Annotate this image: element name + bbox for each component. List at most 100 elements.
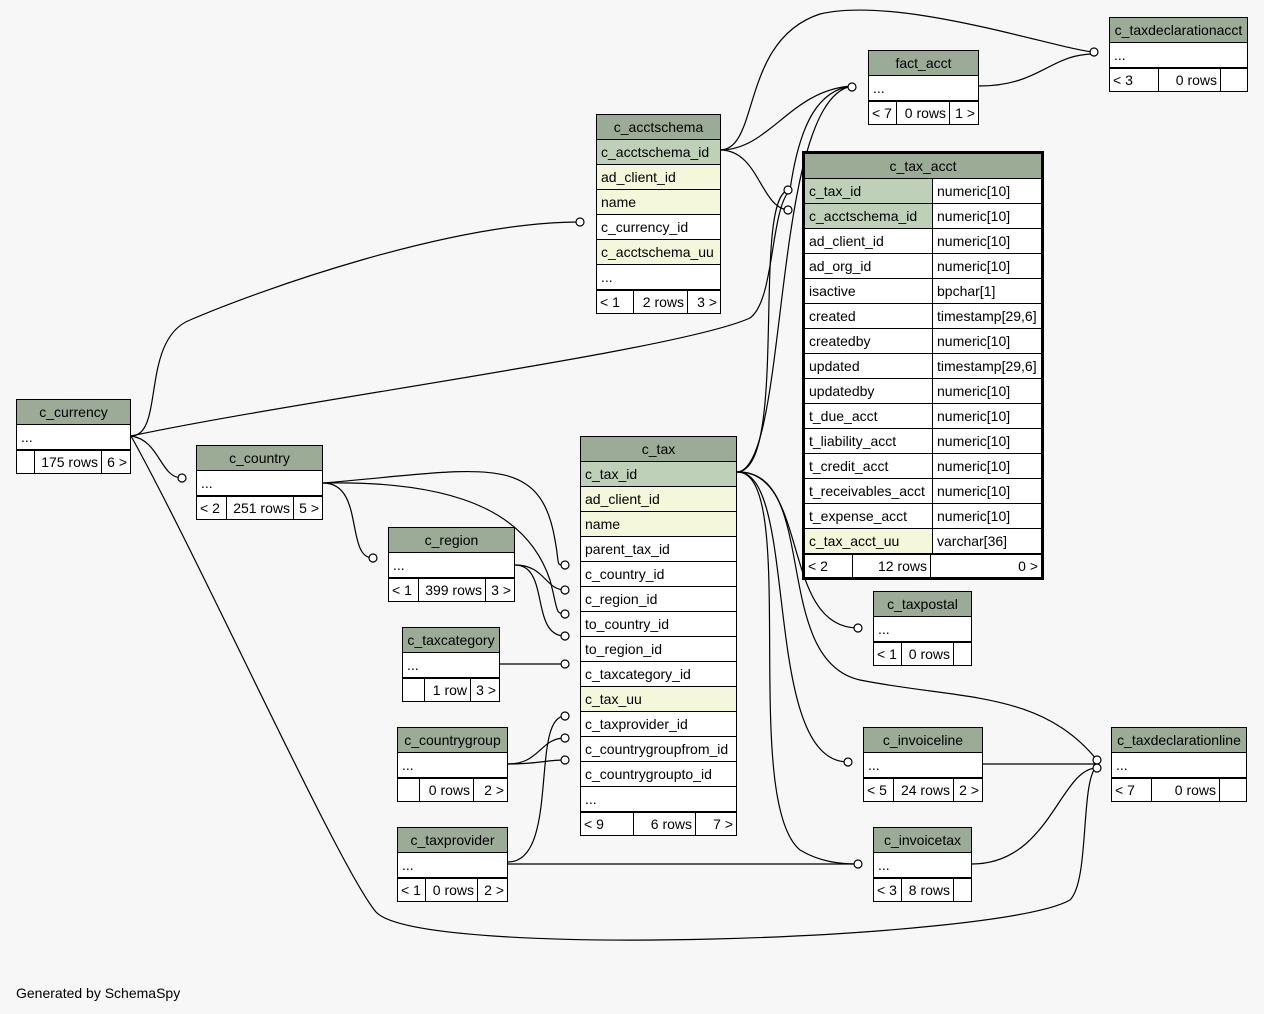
column-ellipsis: ...: [402, 757, 414, 773]
column-created: created: [809, 308, 856, 324]
column-c_taxcategory_id: c_taxcategory_id: [585, 666, 691, 682]
children-count: 2 >: [484, 782, 504, 798]
children-count: 5 >: [299, 500, 319, 516]
column-type: varchar[36]: [932, 529, 1041, 553]
column-c_tax_acct_uu: c_tax_acct_uu: [805, 529, 932, 553]
table-title: c_currency: [17, 400, 130, 425]
column-c_acctschema_id: c_acctschema_id: [805, 204, 932, 228]
column-ellipsis: ...: [585, 791, 597, 807]
column-ellipsis: ...: [601, 269, 613, 285]
table-title: c_region: [389, 528, 514, 553]
generated-by-label: Generated by SchemaSpy: [16, 985, 181, 1001]
column-t_expense_acct: t_expense_acct: [809, 508, 908, 524]
children-count: 6 >: [107, 454, 127, 470]
parents-count: < 1: [389, 579, 419, 601]
row-count: 2 rows: [634, 291, 688, 313]
children-count: [1221, 69, 1247, 91]
children-count: 7 >: [713, 816, 733, 832]
table-c_currency[interactable]: c_currency ... 175 rows 6 >: [16, 399, 131, 474]
parents-count: < 3: [874, 879, 902, 901]
column-type: numeric[10]: [932, 429, 1041, 453]
column-type: numeric[10]: [932, 504, 1041, 528]
column-to_country_id: to_country_id: [585, 616, 670, 632]
column-updatedby: updatedby: [809, 383, 875, 399]
row-count: 0 rows: [420, 779, 474, 801]
column-ellipsis: ...: [878, 621, 890, 637]
parents-count: < 7: [1112, 779, 1152, 801]
table-fact_acct[interactable]: fact_acct ... < 7 0 rows 1 >: [868, 50, 979, 125]
column-ad_org_id: ad_org_id: [809, 258, 872, 274]
column-row: isactive bpchar[1]: [805, 279, 1041, 304]
column-c_tax_id: c_tax_id: [585, 466, 638, 482]
children-count: 0 >: [1018, 558, 1038, 574]
column-ellipsis: ...: [1114, 47, 1126, 63]
parents-count: [398, 779, 420, 801]
column-type: numeric[10]: [932, 379, 1041, 403]
column-ad_client_id: ad_client_id: [809, 233, 884, 249]
table-c_invoicetax[interactable]: c_invoicetax ... < 3 8 rows: [873, 827, 972, 902]
parents-count: < 2: [197, 497, 227, 519]
row-count: 251 rows: [227, 497, 294, 519]
table-title: c_taxdeclarationacct: [1110, 18, 1247, 43]
column-c_acctschema_uu: c_acctschema_uu: [601, 244, 714, 260]
table-c_invoiceline[interactable]: c_invoiceline ... < 5 24 rows 2 >: [863, 727, 983, 802]
table-title: c_acctschema: [597, 115, 720, 140]
column-c_currency_id: c_currency_id: [601, 219, 689, 235]
column-to_region_id: to_region_id: [585, 641, 663, 657]
parents-count: < 1: [597, 291, 634, 313]
table-c_taxdeclarationline[interactable]: c_taxdeclarationline ... < 7 0 rows: [1111, 727, 1247, 802]
table-c_taxdeclarationacct[interactable]: c_taxdeclarationacct ... < 3 0 rows: [1109, 17, 1248, 92]
table-title: c_invoicetax: [874, 828, 971, 853]
table-c_tax[interactable]: c_tax c_tax_id ad_client_id name parent_…: [580, 436, 737, 836]
table-title: c_taxcategory: [403, 628, 499, 653]
table-c_acctschema[interactable]: c_acctschema c_acctschema_id ad_client_i…: [596, 114, 721, 314]
column-type: numeric[10]: [932, 204, 1041, 228]
column-t_credit_acct: t_credit_acct: [809, 458, 889, 474]
parents-count: < 5: [864, 779, 894, 801]
column-ad_client_id: ad_client_id: [585, 491, 660, 507]
table-c_region[interactable]: c_region ... < 1 399 rows 3 >: [388, 527, 515, 602]
column-ad_client_id: ad_client_id: [601, 169, 676, 185]
children-count: 3 >: [491, 582, 511, 598]
parents-count: < 9: [581, 813, 634, 835]
parents-count: < 2: [805, 555, 853, 577]
table-c_countrygroup[interactable]: c_countrygroup ... 0 rows 2 >: [397, 727, 508, 802]
column-ellipsis: ...: [407, 657, 419, 673]
table-title: c_tax_acct: [805, 154, 1041, 179]
table-title: c_country: [197, 446, 322, 471]
parents-count: < 1: [398, 879, 426, 901]
row-count: 0 rows: [1152, 779, 1220, 801]
parents-count: [17, 451, 35, 473]
children-count: 2 >: [959, 782, 979, 798]
column-isactive: isactive: [809, 283, 856, 299]
row-count: 1 row: [425, 679, 471, 701]
table-c_taxprovider[interactable]: c_taxprovider ... < 1 0 rows 2 >: [397, 827, 508, 902]
column-type: numeric[10]: [932, 454, 1041, 478]
children-count: [954, 879, 971, 901]
column-type: timestamp[29,6]: [932, 304, 1041, 328]
column-type: numeric[10]: [932, 329, 1041, 353]
column-row: updatedby numeric[10]: [805, 379, 1041, 404]
column-createdby: createdby: [809, 333, 871, 349]
column-c_countrygroupto_id: c_countrygroupto_id: [585, 766, 712, 782]
row-count: 12 rows: [853, 555, 931, 577]
row-count: 175 rows: [35, 451, 102, 473]
column-parent_tax_id: parent_tax_id: [585, 541, 670, 557]
column-row: t_expense_acct numeric[10]: [805, 504, 1041, 529]
parents-count: < 3: [1110, 69, 1159, 91]
parents-count: [403, 679, 425, 701]
table-c_taxpostal[interactable]: c_taxpostal ... < 1 0 rows: [873, 591, 972, 666]
row-count: 0 rows: [897, 102, 950, 124]
table-c_country[interactable]: c_country ... < 2 251 rows 5 >: [196, 445, 323, 520]
column-ellipsis: ...: [868, 757, 880, 773]
column-type: bpchar[1]: [932, 279, 1041, 303]
table-c_taxcategory[interactable]: c_taxcategory ... 1 row 3 >: [402, 627, 500, 702]
